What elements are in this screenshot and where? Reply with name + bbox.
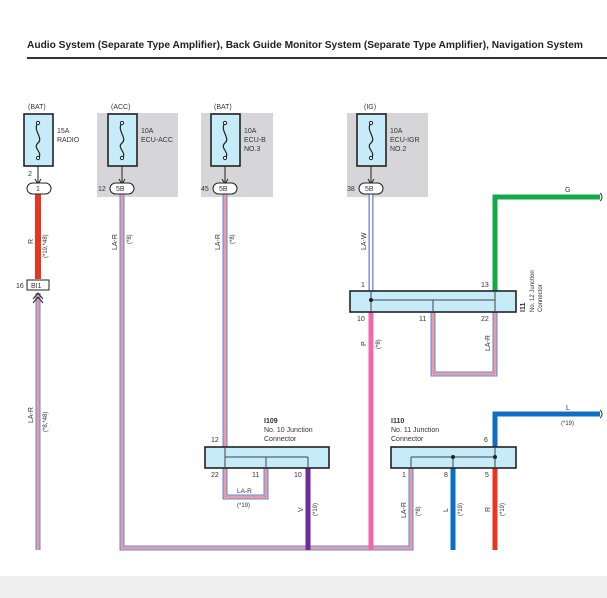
i110-name1: No. 11 Junction [391,427,439,434]
wire-i11-loop [430,312,498,377]
wire-g-green [492,194,600,291]
i11-name2: Connector [538,284,544,312]
fuse-acc-name: ECU-ACC [141,137,173,144]
i110-pin-c: 5 [485,472,489,479]
fuse-ecub-name: ECU-B [244,137,266,144]
footer-bar [0,576,607,598]
connector-igr-pin: 38 [347,186,355,193]
i109-pin-in: 12 [211,437,219,444]
i110-pin-top: 6 [484,437,488,444]
wire-ecub-note: (*8) [230,234,236,244]
wire-p-note: (*8) [376,339,382,349]
fuse-acc-rating: 10A [141,128,154,135]
connector-stub-g [599,192,603,202]
wire-bi1-note: (*8,*48) [43,412,49,432]
wire-l-top-note: (*19) [561,421,574,427]
wire-l-top-label: L [566,405,570,412]
wire-i109-loop-note: (*19) [237,503,250,509]
fuse-igr-name2: NO.2 [390,146,406,153]
wire-acc-color: LA-R [112,234,119,250]
wire-i110-l-color: L [443,508,450,512]
i109-code: I109 [264,418,278,425]
page-title: Audio System (Separate Type Amplifier), … [27,40,607,59]
wire-i110-l-note: (*19) [458,503,464,516]
i110-code: I110 [391,418,404,425]
connector-acc-label: 5B [116,186,125,193]
wire-acc-lar [119,193,414,551]
wire-bi1-color: LA-R [28,407,35,423]
i110-pin-a: 1 [402,472,406,479]
wire-ecub-color: LA-R [215,234,222,250]
bi1-pin: 16 [16,283,24,290]
bi1-label: BI1 [31,283,42,290]
i109-name1: No. 10 Junction [264,427,313,434]
wire-i110-r-note: (*19) [500,503,506,516]
i109-pin-b: 11 [252,472,259,479]
wire-radio-color: R [28,239,35,244]
junction-i11-box [349,290,517,313]
i110-name2: Connector [391,436,424,443]
fuse-acc [107,113,138,185]
i109-name2: Connector [264,436,297,443]
i11-pin-in: 1 [361,282,365,289]
i11-code: I11 [520,303,527,312]
wire-v-color: V [298,507,305,512]
fuse-igr-supply: (IG) [364,104,376,111]
i109-pin-a: 22 [211,472,219,479]
i11-pin-out: 22 [481,316,489,323]
fuse-ecub-supply: (BAT) [214,104,232,111]
connector-ecub-label: 5B [219,186,228,193]
wire-v-note: (*19) [313,503,319,516]
i11-pin-g: 13 [481,282,489,289]
fuse-igr [356,113,387,185]
bi1-chevron-icon [32,292,44,304]
connector-ecub-oval [212,182,238,195]
fuse-radio [23,113,54,185]
junction-i110-box [390,446,517,469]
fuse-ecub-name2: NO.3 [244,146,260,153]
wire-g-label: G [565,187,570,194]
connector-radio-label: 1 [36,186,40,193]
connector-acc-pin: 12 [98,186,106,193]
wire-i110-r-color: R [485,507,492,512]
fuse-igr-name: ECU-IGR [390,137,420,144]
fuse-ecub-rating: 10A [244,128,257,135]
i11-pin-mid: 11 [419,316,426,323]
connector-acc-oval [109,182,135,195]
top-bar [0,0,607,24]
wire-radio-note: (*19,*48) [43,234,49,258]
fuse-radio-rating: 15A [57,128,70,135]
wire-i11-out-color: LA-R [485,335,492,351]
connector-radio-oval [26,182,52,195]
connector-ecub-pin: 45 [201,186,209,193]
connector-igr-oval [358,182,384,195]
wire-i109-loop [222,468,269,500]
fuse-igr-rating: 10A [390,128,403,135]
connector-igr-label: 5B [365,186,374,193]
wire-l-top-blue [492,411,600,447]
i11-pin-p: 10 [357,316,365,323]
wire-i110-lar-color: LA-R [401,502,408,518]
wire-igr-color: LA-W [361,232,368,250]
fuse-radio-pin: 2 [28,171,32,178]
wire-i110-lar-note: (*8) [416,506,422,516]
i110-pin-b: 8 [444,472,448,479]
junction-i109-box [204,446,330,469]
wire-p-color: P [361,341,368,346]
i11-name1: No. 12 Junction [530,270,536,312]
fuse-radio-supply: (BAT) [28,104,46,111]
i109-pin-c: 10 [294,472,302,479]
fuse-acc-supply: (ACC) [111,104,130,111]
fuse-radio-name: RADIO [57,137,80,144]
connector-bi1 [26,279,50,291]
wire-acc-note: (*8) [127,234,133,244]
connector-stub-l [599,409,603,419]
wire-i109-loop-label: LA-R [237,488,252,495]
fuse-ecub [210,113,241,185]
